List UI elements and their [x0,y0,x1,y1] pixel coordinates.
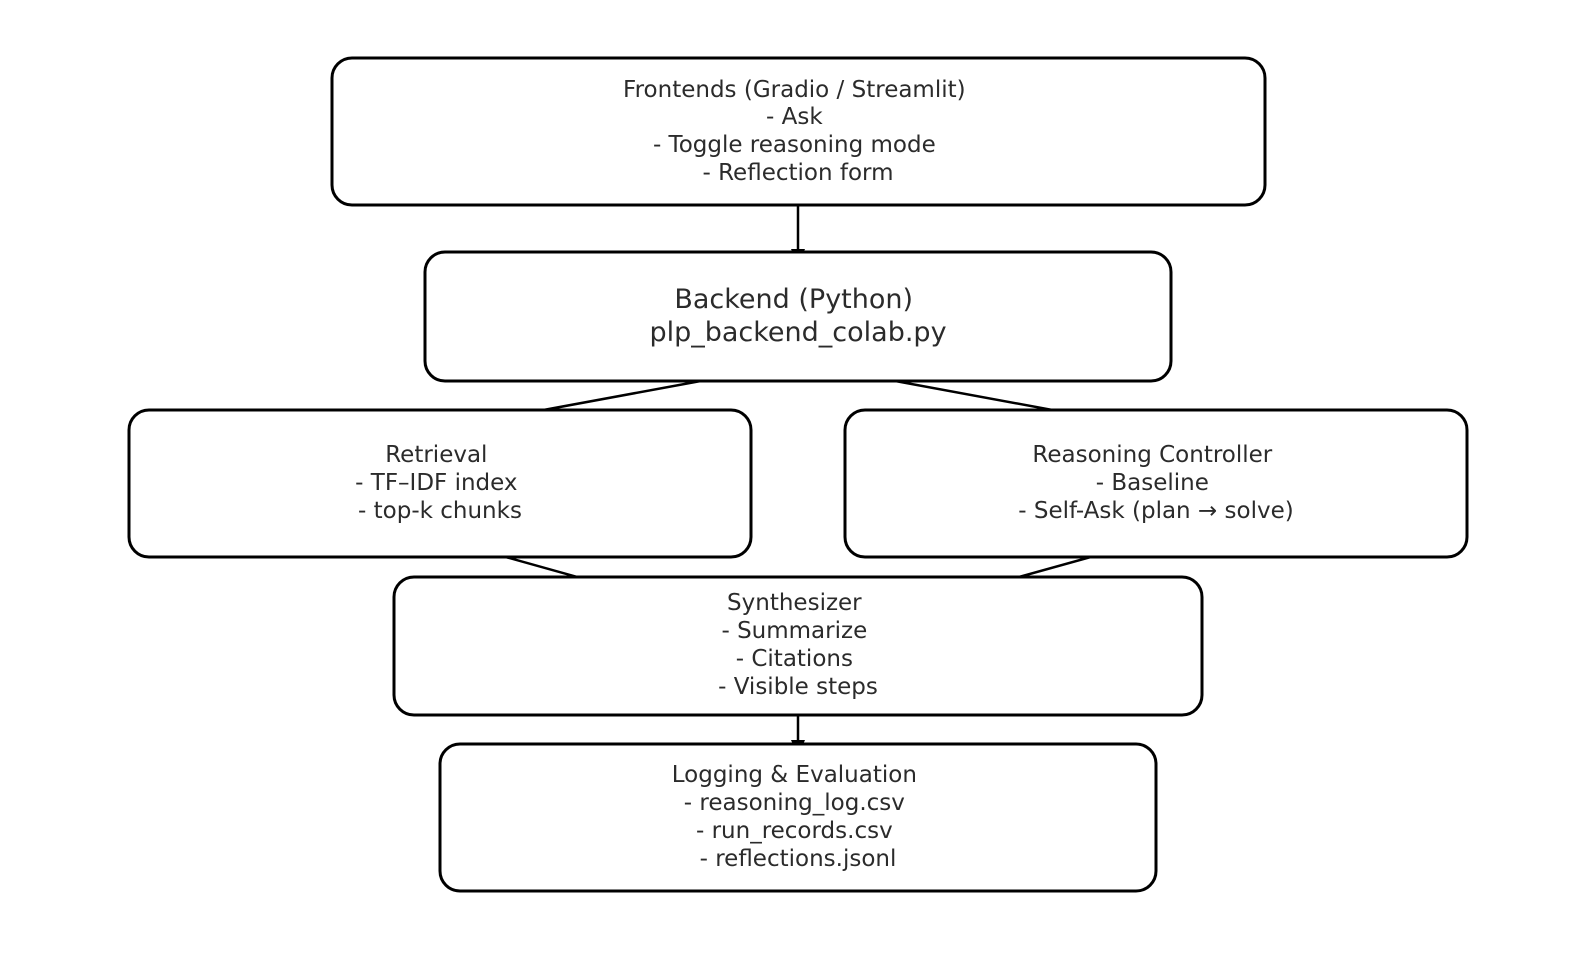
frontends-node: Frontends (Gradio / Streamlit) - Ask - T… [330,56,1267,207]
synthesizer-item-steps: - Visible steps [718,674,878,700]
logging-evaluation-label: Logging & Evaluation - reasoning_log.csv… [672,762,924,872]
logging-item-reasoning-log: - reasoning_log.csv [684,790,905,816]
reasoning-item-self-ask: - Self-Ask (plan → solve) [1018,498,1293,524]
logging-item-run-records: - run_records.csv [696,818,893,844]
synthesizer-title: Synthesizer [727,590,862,616]
retrieval-title: Retrieval [385,442,487,468]
reasoning-controller-box [843,408,1469,559]
frontends-label: Frontends (Gradio / Streamlit) - Ask - T… [623,77,973,186]
frontends-item-reflection: - Reflection form [703,160,894,186]
backend-box [423,250,1173,383]
logging-evaluation-box [438,742,1158,893]
synthesizer-box [392,575,1204,717]
frontends-item-ask: - Ask [766,104,823,130]
logging-title: Logging & Evaluation [672,762,917,788]
backend-label: Backend (Python) plp_backend_colab.py [649,284,946,348]
reasoning-controller-node: Reasoning Controller - Baseline - Self-A… [843,408,1469,559]
retrieval-box [127,408,753,559]
frontends-title: Frontends (Gradio / Streamlit) [623,77,966,103]
backend-title: Backend (Python) [674,284,913,315]
synthesizer-item-summarize: - Summarize [721,618,867,644]
logging-item-reflections: - reflections.jsonl [700,846,897,872]
backend-node: Backend (Python) plp_backend_colab.py [423,250,1173,383]
frontends-box [330,56,1267,207]
retrieval-label: Retrieval - TF–IDF index - top-k chunks [355,442,525,524]
synthesizer-node: Synthesizer - Summarize - Citations - Vi… [392,575,1204,717]
reasoning-item-baseline: - Baseline [1096,470,1209,496]
synthesizer-label: Synthesizer - Summarize - Citations - Vi… [718,590,878,700]
retrieval-item-topk: - top-k chunks [358,498,522,524]
retrieval-item-index: - TF–IDF index [355,470,517,496]
reasoning-controller-label: Reasoning Controller - Baseline - Self-A… [1018,442,1293,524]
logging-evaluation-node: Logging & Evaluation - reasoning_log.csv… [438,742,1158,893]
backend-file: plp_backend_colab.py [649,317,946,348]
frontends-item-toggle: - Toggle reasoning mode [653,132,936,158]
retrieval-node: Retrieval - TF–IDF index - top-k chunks [127,408,753,559]
synthesizer-item-citations: - Citations [736,646,853,672]
reasoning-controller-title: Reasoning Controller [1032,442,1272,468]
